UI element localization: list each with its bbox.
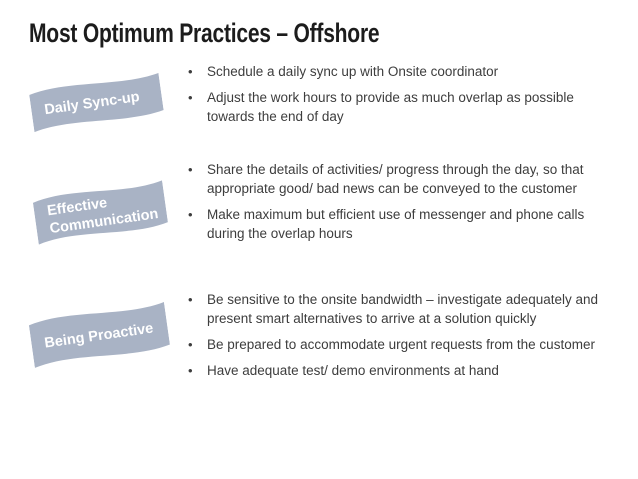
bullet-item: • Schedule a daily sync up with Onsite c… <box>188 62 619 81</box>
bullet-item: • Share the details of activities/ progr… <box>188 160 619 198</box>
bullet-dot: • <box>188 292 193 307</box>
bullet-item: • Have adequate test/ demo environments … <box>188 361 619 380</box>
bullet-group-effective-communication: • Share the details of activities/ progr… <box>188 160 619 250</box>
bullet-dot: • <box>188 207 193 222</box>
bullet-dot: • <box>188 64 193 79</box>
bullet-dot: • <box>188 162 193 177</box>
bullet-group-daily-sync-up: • Schedule a daily sync up with Onsite c… <box>188 62 619 133</box>
bullet-item: • Be prepared to accommodate urgent requ… <box>188 335 619 354</box>
bullet-text: Be sensitive to the onsite bandwidth – i… <box>207 292 599 326</box>
wave-shape-label: Effective Communication <box>46 195 160 238</box>
bullet-text: Share the details of activities/ progres… <box>207 162 584 196</box>
slide-title: Most Optimum Practices – Offshore <box>29 18 380 48</box>
wave-shape-icon <box>28 302 170 368</box>
bullet-dot: • <box>188 363 193 378</box>
bullet-group-being-proactive: • Be sensitive to the onsite bandwidth –… <box>188 290 619 387</box>
bullet-text: Make maximum but efficient use of messen… <box>207 207 585 241</box>
wave-shape-daily-sync-up: Daily Sync-up <box>28 70 164 136</box>
wave-shape-being-proactive: Being Proactive <box>28 299 171 373</box>
bullet-text: Have adequate test/ demo environments at… <box>207 363 499 378</box>
bullet-text: Be prepared to accommodate urgent reques… <box>207 337 595 352</box>
bullet-dot: • <box>188 90 193 105</box>
bullet-item: • Be sensitive to the onsite bandwidth –… <box>188 290 619 328</box>
bullet-item: • Make maximum but efficient use of mess… <box>188 205 619 243</box>
bullet-text: Adjust the work hours to provide as much… <box>207 90 574 124</box>
wave-shape-effective-communication: Effective Communication <box>32 177 169 249</box>
bullet-dot: • <box>188 337 193 352</box>
bullet-item: • Adjust the work hours to provide as mu… <box>188 88 619 126</box>
bullet-text: Schedule a daily sync up with Onsite coo… <box>207 64 499 79</box>
wave-shape-label: Being Proactive <box>43 320 155 352</box>
wave-shape-icon <box>29 72 164 133</box>
wave-shape-icon <box>32 180 168 245</box>
wave-shape-label: Daily Sync-up <box>43 89 141 119</box>
